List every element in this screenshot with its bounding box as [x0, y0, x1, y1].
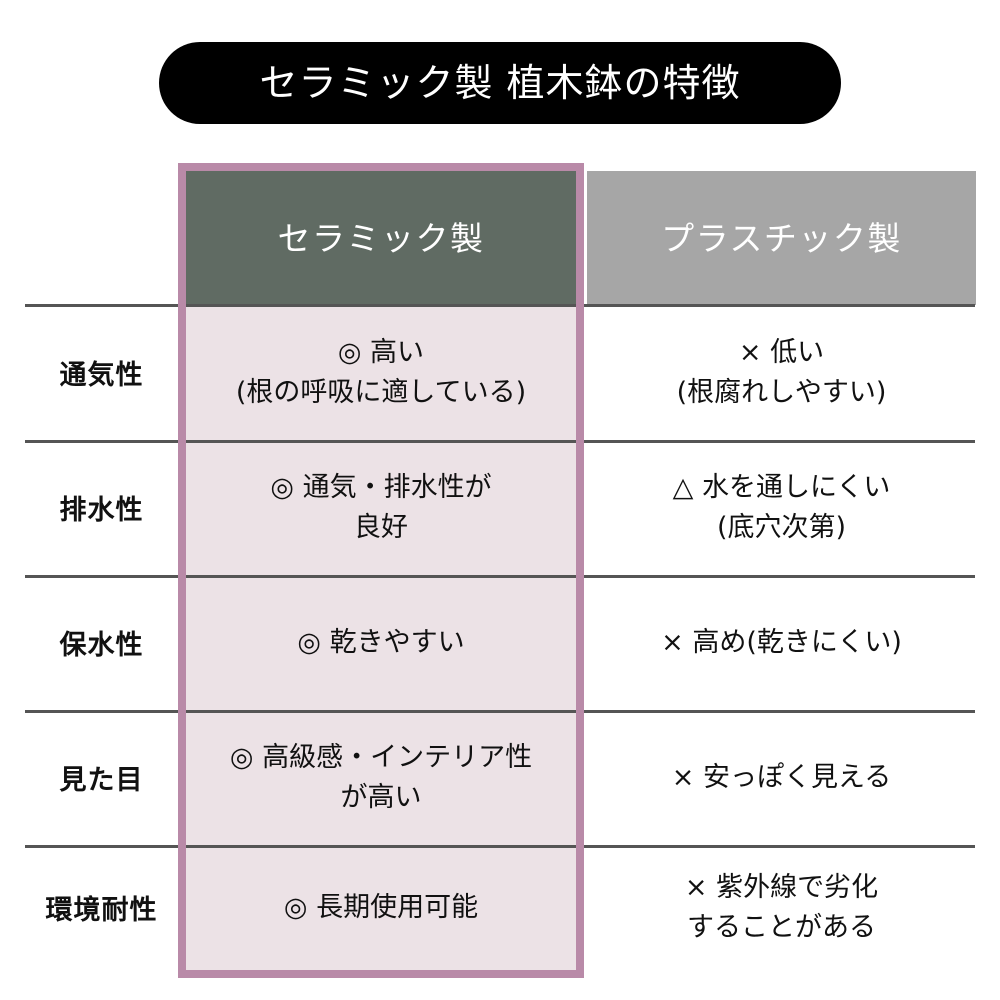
page-title: セラミック製 植木鉢の特徴	[259, 61, 741, 105]
ceramic-column-highlight-fill	[186, 305, 576, 970]
row-plastic-2: × 高め(乾きにくい)	[587, 575, 976, 710]
row-ceramic-3: ◎ 高級感・インテリア性 が高い	[186, 710, 576, 845]
row-plastic-4: × 紫外線で劣化 することがある	[587, 845, 976, 970]
row-plastic-0-line1: × 低い	[738, 337, 825, 369]
row-plastic-3: × 安っぽく見える	[587, 710, 976, 845]
row-plastic-3-line1: × 安っぽく見える	[671, 761, 892, 793]
row-plastic-1-line2: (底穴次第)	[716, 511, 847, 543]
row-label-4: 環境耐性	[45, 895, 158, 926]
row-ceramic-3-line1: ◎ 高級感・インテリア性	[229, 742, 533, 774]
row-ceramic-2-line1: ◎ 乾きやすい	[297, 626, 465, 658]
row-label-2: 保水性	[59, 630, 144, 661]
row-label-1: 排水性	[59, 495, 144, 526]
row-plastic-1-line1: △ 水を通しにくい	[672, 472, 891, 504]
row-plastic-2-line1: × 高め(乾きにくい)	[661, 626, 902, 658]
row-ceramic-1-line1: ◎ 通気・排水性が	[270, 472, 492, 504]
row-divider	[25, 440, 975, 443]
row-ceramic-3-line2: が高い	[340, 781, 422, 813]
table-header-plastic: プラスチック製	[587, 171, 976, 305]
row-divider	[25, 845, 975, 848]
row-ceramic-2: ◎ 乾きやすい	[186, 575, 576, 710]
row-ceramic-0-line1: ◎ 高い	[337, 337, 425, 369]
row-plastic-4-line1: × 紫外線で劣化	[684, 872, 879, 904]
row-divider	[25, 575, 975, 578]
table-header-ceramic-label: セラミック製	[277, 218, 485, 258]
table-header-plastic-label: プラスチック製	[661, 218, 902, 258]
row-label-0: 通気性	[59, 360, 144, 391]
row-label-3: 見た目	[59, 765, 144, 796]
row-divider	[25, 710, 975, 713]
row-plastic-1: △ 水を通しにくい (底穴次第)	[587, 440, 976, 575]
row-ceramic-1-line2: 良好	[354, 511, 408, 543]
row-ceramic-4: ◎ 長期使用可能	[186, 845, 576, 970]
title-pill: セラミック製 植木鉢の特徴	[159, 42, 841, 124]
row-ceramic-4-line1: ◎ 長期使用可能	[283, 891, 479, 923]
row-ceramic-0: ◎ 高い (根の呼吸に適している)	[186, 305, 576, 440]
row-divider	[25, 304, 975, 307]
row-plastic-0: × 低い (根腐れしやすい)	[587, 305, 976, 440]
row-ceramic-1: ◎ 通気・排水性が 良好	[186, 440, 576, 575]
row-plastic-0-line2: (根腐れしやすい)	[676, 376, 887, 408]
row-plastic-4-line2: することがある	[687, 911, 876, 943]
table-header-ceramic: セラミック製	[186, 171, 576, 305]
row-ceramic-0-line2: (根の呼吸に適している)	[235, 376, 527, 408]
